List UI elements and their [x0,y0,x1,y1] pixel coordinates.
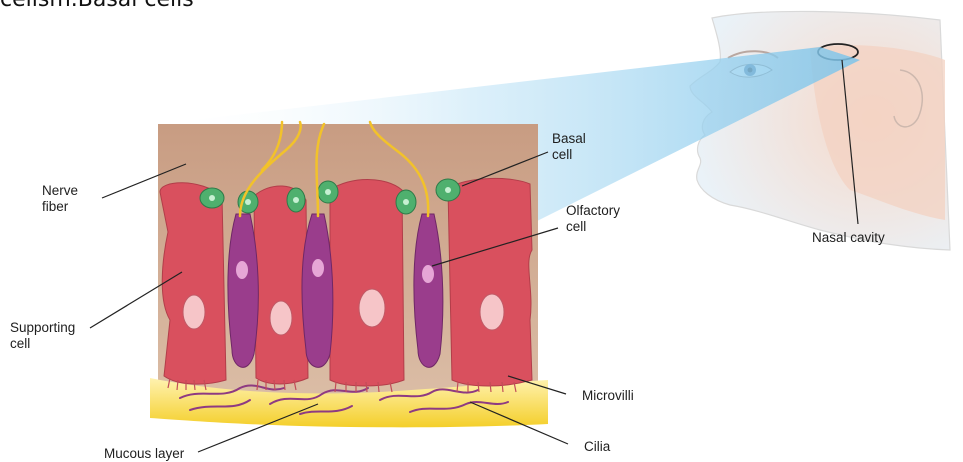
label-supporting-cell-line1: Supporting [10,320,75,336]
label-supporting-cell: Supporting cell [10,320,75,352]
supporting-cells [160,178,532,386]
label-nerve-fiber: Nerve fiber [42,183,78,215]
label-nerve-fiber-line1: Nerve [42,183,78,199]
olfactory-epithelium [150,122,548,427]
label-nerve-fiber-line2: fiber [42,199,78,215]
label-basal-cell-line1: Basal [552,131,586,147]
label-nasal-cavity: Nasal cavity [812,230,885,246]
label-microvilli: Microvilli [582,388,634,404]
label-olfactory-cell-line1: Olfactory [566,203,620,219]
label-cilia: Cilia [584,439,610,455]
label-mucous-layer: Mucous layer [104,446,184,462]
label-olfactory-cell: Olfactory cell [566,203,620,235]
label-supporting-cell-line2: cell [10,336,75,352]
label-basal-cell: Basal cell [552,131,586,163]
label-basal-cell-line2: cell [552,147,586,163]
label-olfactory-cell-line2: cell [566,219,620,235]
